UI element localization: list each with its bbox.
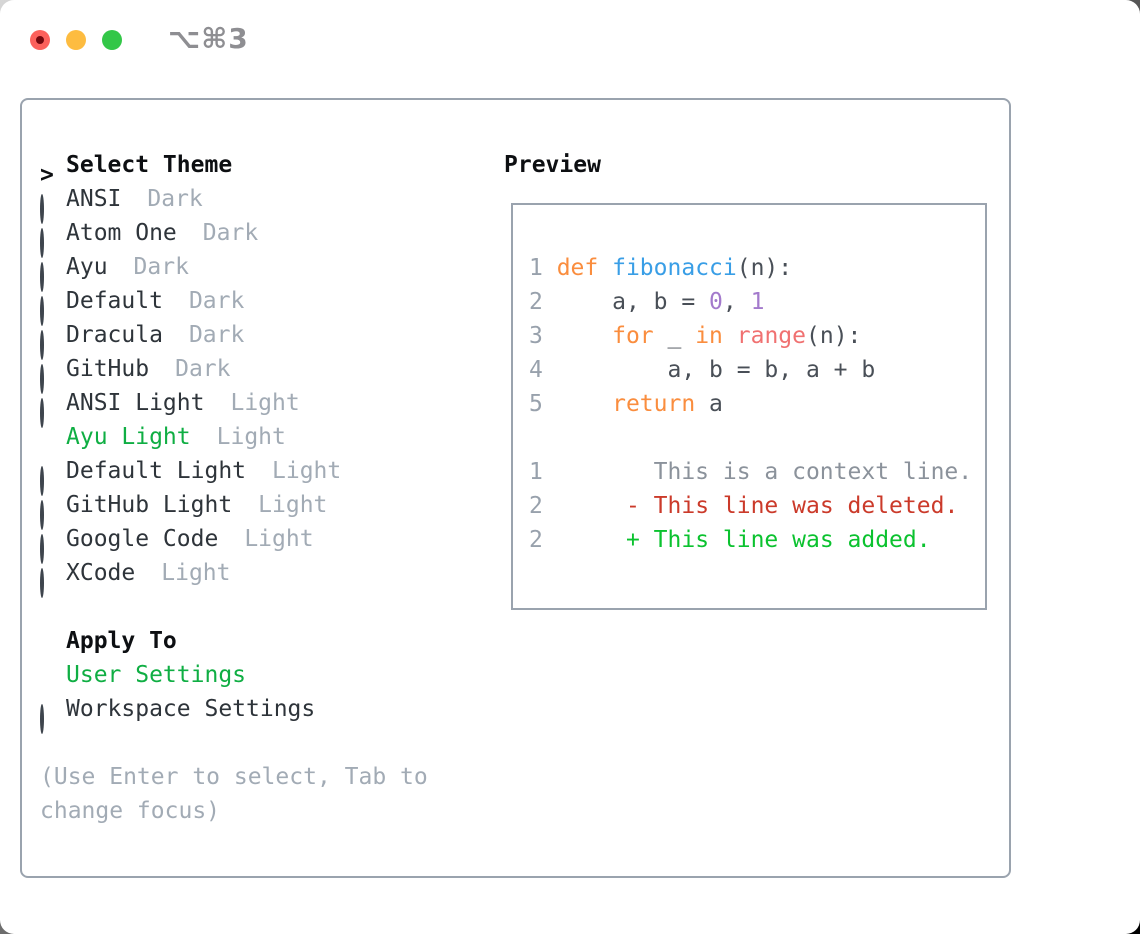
- item-variant-label: Dark: [175, 356, 231, 382]
- line-number: 3: [529, 323, 557, 349]
- apply-option-user-settings[interactable]: User Settings: [40, 658, 470, 692]
- item-label: GitHub Light: [66, 492, 233, 518]
- radio-icon: [40, 398, 44, 428]
- titlebar: ⌥⌘3: [0, 0, 1140, 98]
- item-variant-label: Light: [161, 560, 231, 586]
- line-number: 2: [529, 493, 557, 519]
- select-theme-header: > Select Theme: [40, 148, 470, 187]
- preview-title: Preview: [504, 152, 601, 178]
- theme-item-ayu[interactable]: Ayu Dark: [40, 250, 470, 292]
- item-label: Google Code: [66, 526, 219, 552]
- item-label: Default: [66, 288, 163, 314]
- item-variant-label: Dark: [202, 220, 259, 246]
- item-variant-label: Dark: [147, 186, 203, 212]
- theme-item-ansi-light[interactable]: ANSI Light Light: [40, 386, 470, 428]
- item-label: Default Light: [66, 458, 247, 484]
- apply-to-title: Apply To: [66, 628, 177, 654]
- theme-item-github-light[interactable]: GitHub Light Light: [40, 488, 470, 530]
- item-variant-label: Dark: [133, 254, 189, 280]
- item-variant-label: Light: [244, 526, 314, 552]
- radio-icon: [40, 500, 44, 530]
- item-label: Workspace Settings: [66, 696, 316, 722]
- zoom-button[interactable]: [102, 30, 122, 50]
- select-theme-title: Select Theme: [66, 152, 233, 178]
- code-preview: 1 def fibonacci(n): 2 a, b = 0, 1 3 for _ …: [529, 251, 985, 421]
- theme-item-ansi[interactable]: ANSI Dark: [40, 182, 470, 224]
- item-label: User Settings: [66, 662, 247, 688]
- item-variant-label: Light: [230, 390, 300, 416]
- line-number: 1: [529, 255, 557, 281]
- minimize-button[interactable]: [66, 30, 86, 50]
- radio-icon: [40, 568, 44, 598]
- help-text: (Use Enter to select, Tab to change focu…: [40, 764, 428, 824]
- item-variant-label: Light: [216, 424, 286, 450]
- code-line: 2 a, b = 0, 1: [529, 289, 765, 315]
- theme-item-xcode[interactable]: XCode Light: [40, 556, 470, 598]
- diff-preview: 1 This is a context line. 2 - This line w…: [529, 455, 985, 557]
- code-line: 5 return a: [529, 391, 723, 417]
- item-variant-label: Light: [272, 458, 342, 484]
- code-line: 2 - This line was deleted.: [529, 493, 959, 519]
- radio-icon: [40, 330, 44, 360]
- item-label: Dracula: [66, 322, 163, 348]
- radio-icon: [40, 296, 44, 326]
- preview-box: 1 def fibonacci(n): 2 a, b = 0, 1 3 for _ …: [511, 203, 987, 610]
- apply-option-workspace-settings[interactable]: Workspace Settings: [40, 692, 470, 734]
- theme-item-google-code[interactable]: Google Code Light: [40, 522, 470, 564]
- code-line: 2 + This line was added.: [529, 527, 931, 553]
- line-number: 4: [529, 357, 557, 383]
- close-button[interactable]: [30, 30, 50, 50]
- code-line: 1 def fibonacci(n):: [529, 255, 793, 281]
- radio-icon: [40, 466, 44, 496]
- theme-item-dracula[interactable]: Dracula Dark: [40, 318, 470, 360]
- code-line: 4 a, b = b, a + b: [529, 357, 876, 383]
- radio-icon: [40, 364, 44, 394]
- item-label: ANSI Light: [66, 390, 205, 416]
- item-label: ANSI: [66, 186, 122, 212]
- theme-item-default[interactable]: Default Dark: [40, 284, 470, 326]
- radio-icon: [40, 534, 44, 564]
- line-number: 2: [529, 289, 557, 315]
- radio-icon: [40, 262, 44, 292]
- line-number: 1: [529, 459, 557, 485]
- line-number: 5: [529, 391, 557, 417]
- item-label: Atom One: [66, 220, 177, 246]
- item-variant-label: Dark: [188, 288, 245, 314]
- item-label: GitHub: [66, 356, 150, 382]
- item-label: Ayu: [66, 254, 108, 280]
- item-variant-label: Light: [258, 492, 328, 518]
- left-column: > Select Theme ANSI Dark Atom One Dark A…: [40, 148, 470, 828]
- focus-caret-icon: >: [40, 162, 54, 188]
- theme-item-atom-one[interactable]: Atom One Dark: [40, 216, 470, 258]
- window-shortcut-label: ⌥⌘3: [168, 22, 249, 55]
- radio-icon: [40, 194, 44, 224]
- theme-item-ayu-light[interactable]: Ayu Light Light: [40, 420, 470, 454]
- code-line: 3 for _ in range(n):: [529, 323, 862, 349]
- radio-icon: [40, 704, 44, 734]
- line-number: 2: [529, 527, 557, 553]
- item-label: XCode: [66, 560, 136, 586]
- item-variant-label: Dark: [188, 322, 245, 348]
- code-line: 1 This is a context line.: [529, 459, 973, 485]
- apply-to-list: User Settings Workspace Settings: [40, 658, 470, 734]
- theme-item-default-light[interactable]: Default Light Light: [40, 454, 470, 496]
- radio-icon: [40, 228, 44, 258]
- theme-item-github[interactable]: GitHub Dark: [40, 352, 470, 394]
- apply-to-header: Apply To: [40, 624, 470, 658]
- theme-picker-panel: > Select Theme ANSI Dark Atom One Dark A…: [20, 98, 1011, 878]
- item-label: Ayu Light: [66, 424, 191, 450]
- theme-list: ANSI Dark Atom One Dark Ayu Dark Default…: [40, 182, 470, 598]
